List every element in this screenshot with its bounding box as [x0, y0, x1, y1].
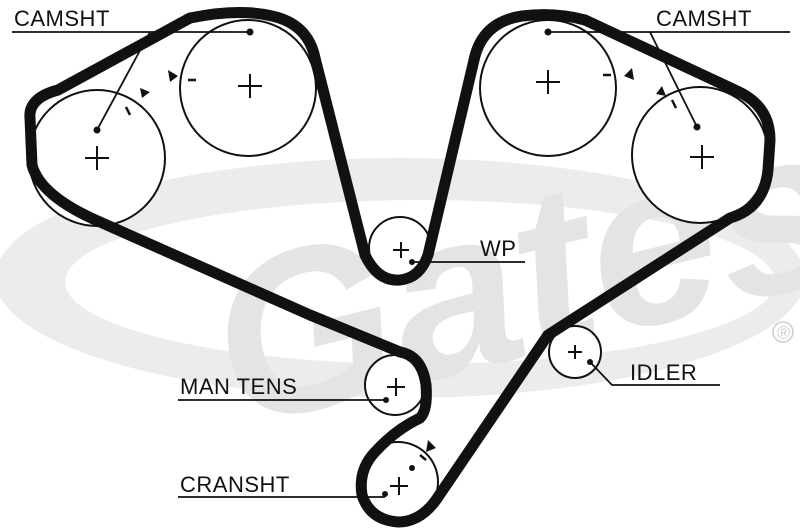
rotation-arrow-left-1 — [168, 70, 178, 82]
rotation-arrow-left-2 — [140, 88, 150, 98]
cross-camshaft-left-upper — [238, 74, 262, 98]
label-manual-tensioner: MAN TENS — [180, 374, 297, 399]
leader-camshaft-left — [12, 31, 250, 131]
svg-text:®: ® — [777, 323, 790, 343]
cross-water-pump — [393, 242, 409, 258]
timing-belt — [24, 6, 776, 528]
rotation-arrow-right-2 — [656, 86, 666, 96]
label-crankshaft: CRANSHT — [180, 472, 290, 497]
labels: CAMSHT CAMSHT WP MAN TENS IDLER CRANSHT — [14, 6, 752, 497]
timing-dot-crankshaft — [382, 491, 388, 497]
rotation-arrow-right-1 — [624, 68, 634, 80]
tick-crank — [419, 454, 427, 461]
cross-manual-tensioner — [387, 378, 405, 396]
leader-idler — [589, 361, 720, 386]
label-water-pump: WP — [480, 236, 516, 261]
camshaft-left-upper-pulley — [179, 19, 317, 157]
leader-camshaft-right — [548, 31, 790, 128]
watermark-swoosh-inner — [65, 200, 775, 364]
cross-idler — [568, 345, 582, 359]
label-camshaft-right: CAMSHT — [656, 6, 752, 31]
cross-camshaft-left-lower — [85, 146, 109, 170]
tick-left-2 — [124, 106, 132, 116]
label-idler: IDLER — [630, 360, 697, 385]
label-camshaft-left: CAMSHT — [14, 6, 110, 31]
timing-dot-crankshaft-top — [409, 465, 415, 471]
cross-crankshaft — [390, 477, 408, 495]
centre-marks — [85, 70, 714, 495]
leader-lines — [12, 31, 790, 498]
cross-camshaft-right-lower — [690, 145, 714, 169]
rotation-arrow-crank — [426, 440, 436, 452]
cross-camshaft-right-upper — [536, 70, 560, 94]
tick-right-2 — [670, 99, 678, 109]
registered-mark: ® — [772, 321, 794, 343]
